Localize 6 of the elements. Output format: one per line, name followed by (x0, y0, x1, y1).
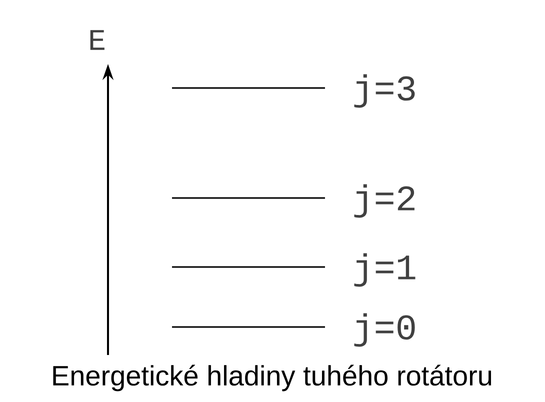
level-label: j=3 (354, 74, 415, 108)
caption: Energetické hladiny tuhého rotátoru (53, 364, 492, 392)
level-label: j=2 (354, 184, 414, 218)
axis-label: E (90, 30, 104, 50)
level-label: j=1 (354, 253, 416, 287)
level-label: j=0 (354, 313, 415, 347)
